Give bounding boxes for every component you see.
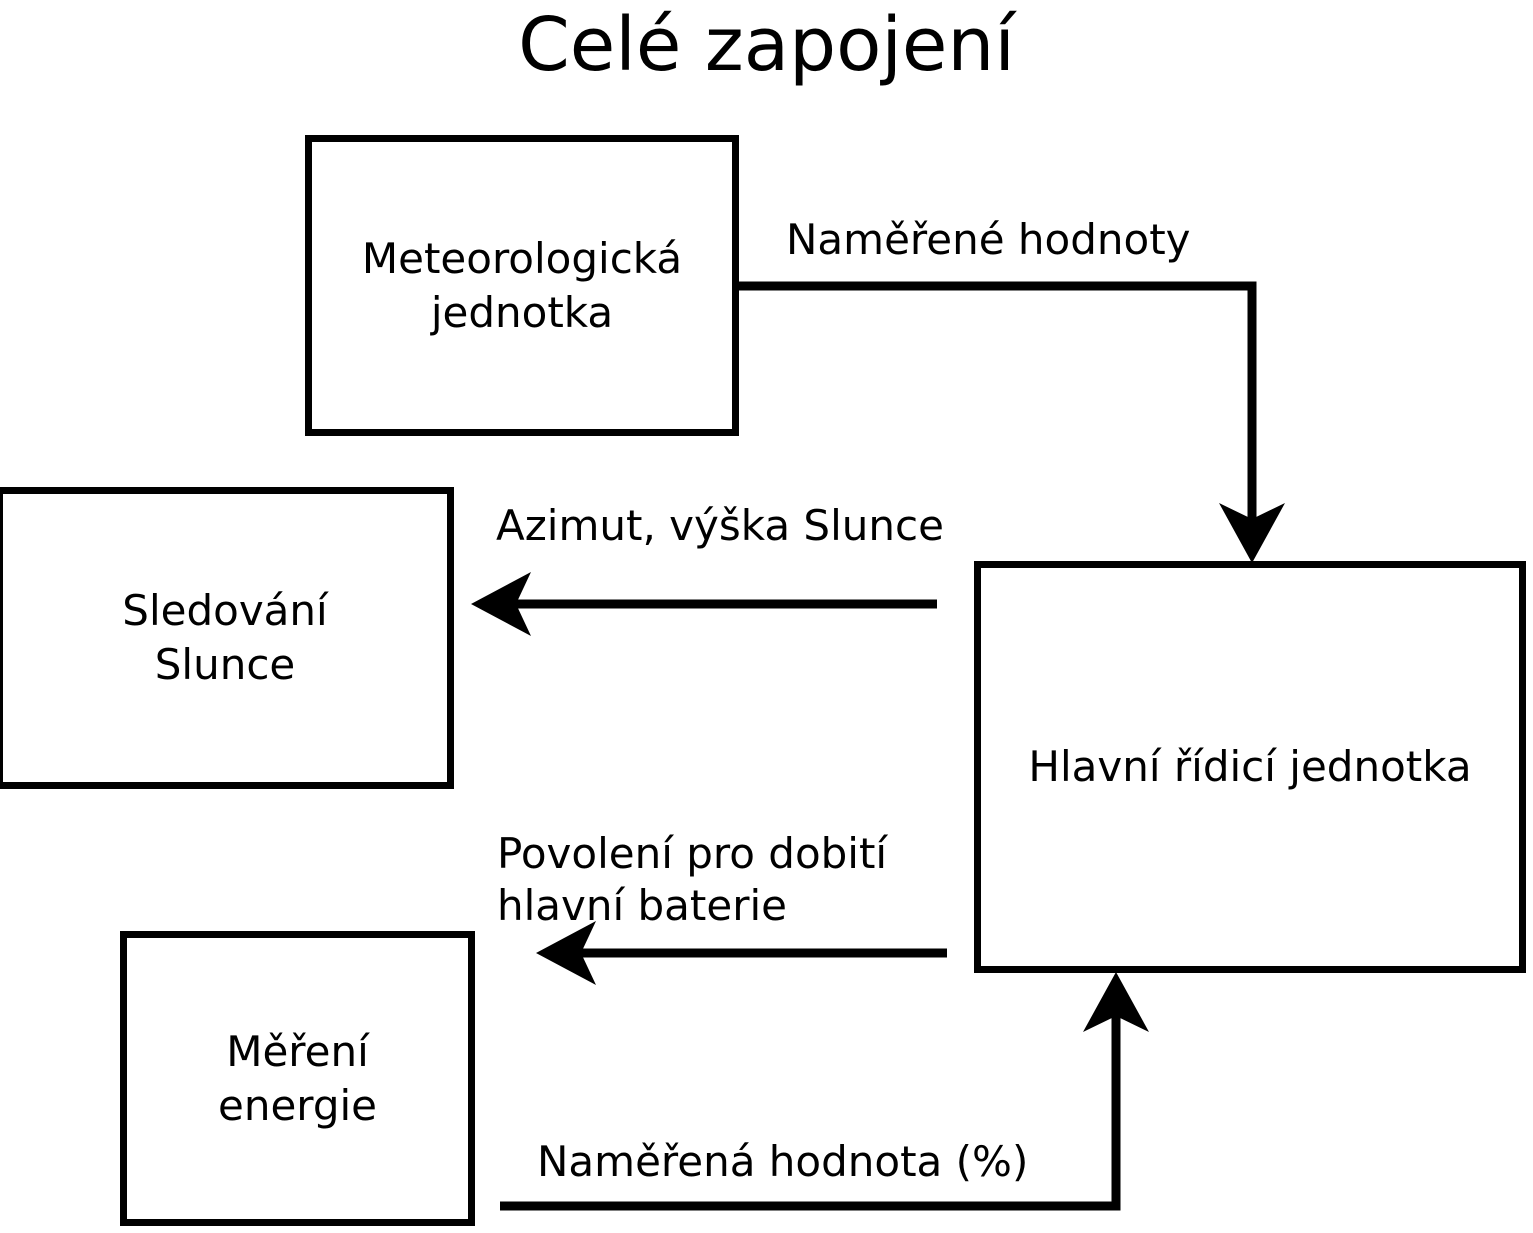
arrowhead-left-icon bbox=[471, 572, 531, 636]
node-label: Hlavní řídicí jednotka bbox=[1028, 742, 1472, 791]
node-mereni-energie[interactable]: Měření energie bbox=[120, 931, 475, 1226]
node-hlavni-ridici-jednotka[interactable]: Hlavní řídicí jednotka bbox=[974, 561, 1526, 973]
edge-label-azimuth: Azimut, výška Slunce bbox=[496, 501, 944, 550]
node-meteorologicka-jednotka[interactable]: Meteorologická jednotka bbox=[305, 135, 739, 436]
edge-azimuth bbox=[471, 572, 937, 636]
node-label: Sledování Slunce bbox=[122, 586, 328, 689]
edge-label-measured-percent: Naměřená hodnota (%) bbox=[537, 1137, 1029, 1186]
node-label: Meteorologická jednotka bbox=[361, 233, 683, 337]
edge-label-charge-permission: Povolení pro dobití hlavní baterie bbox=[497, 829, 888, 930]
page-title: Celé zapojení bbox=[518, 2, 1015, 88]
arrowhead-down-icon bbox=[1219, 503, 1285, 563]
node-label: Měření energie bbox=[218, 1026, 377, 1130]
arrowhead-up-icon bbox=[1083, 972, 1149, 1032]
node-sledovani-slunce[interactable]: Sledování Slunce bbox=[0, 487, 454, 789]
edge-label-measured-values: Naměřené hodnoty bbox=[786, 215, 1191, 264]
